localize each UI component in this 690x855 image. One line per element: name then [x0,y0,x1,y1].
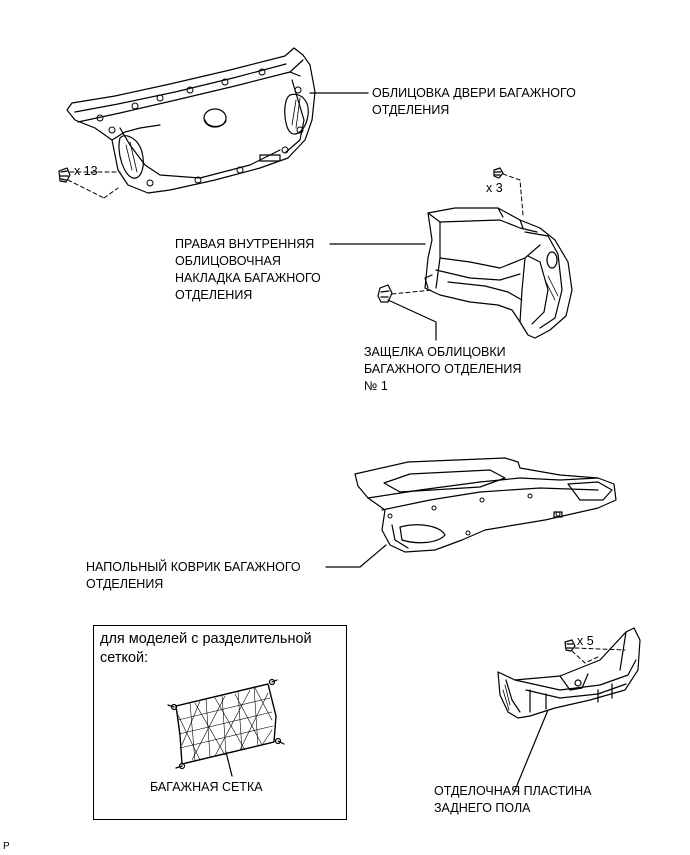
clip-count-3-label: x 3 [486,181,503,195]
floor-mat-part [354,457,617,553]
net-leader [225,751,233,777]
floor-mat-label: НАПОЛЬНЫЙ КОВРИК БАГАЖНОГО ОТДЕЛЕНИЯ [86,560,301,591]
net-box-title: для моделей с разделительной сеткой: [100,631,312,666]
figure-code: P [3,841,10,852]
latch-leader [387,299,437,341]
luggage-net-part [167,678,285,770]
rear-plate-label: ОТДЕЛОЧНАЯ ПЛАСТИНА ЗАДНЕГО ПОЛА [434,784,592,815]
clip-3-dashed-line [502,173,524,216]
rear-plate-leader [514,709,549,791]
floor-mat-leader [325,544,387,568]
luggage-net-label: БАГАЖНАЯ СЕТКА [150,780,263,794]
trunk-lid-trim-label: ОБЛИЦОВКА ДВЕРИ БАГАЖНОГО ОТДЕЛЕНИЯ [372,86,576,117]
clip-icon [58,167,71,183]
clip-count-13-label: x 13 [74,164,98,178]
right-side-trim-part [424,207,573,339]
trunk-lid-trim-part [66,47,316,194]
clip-5-dashed-line [571,647,626,664]
side-trim-label: ПРАВАЯ ВНУТРЕННЯЯ ОБЛИЦОВОЧНАЯ НАКЛАДКА … [175,237,321,302]
rear-floor-plate-part [497,627,641,719]
latch-label: ЗАЩЕЛКА ОБЛИЦОВКИ БАГАЖНОГО ОТДЕЛЕНИЯ № … [364,345,522,393]
clip-count-5-label: x 5 [577,634,594,648]
luggage-net-note-box: для моделей с разделительной сеткой: [93,625,347,820]
latch-part [377,284,393,303]
clip-icon [493,167,504,179]
clip-icon [564,639,576,652]
clip-13-dashed-lines [67,171,121,199]
latch-dashed-line [391,289,433,295]
